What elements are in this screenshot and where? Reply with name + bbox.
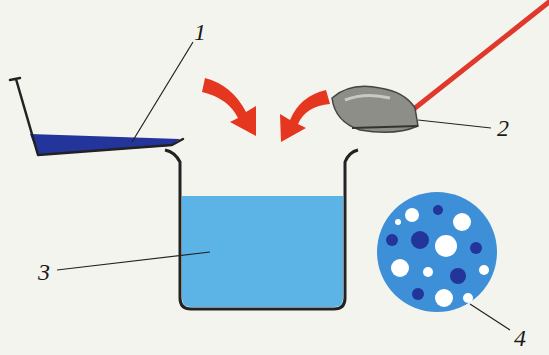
pouring-beaker	[10, 78, 183, 155]
callout-number: 3	[38, 260, 50, 284]
magnified-view	[377, 192, 497, 312]
callout-number: 2	[497, 116, 509, 140]
pour-arrows	[202, 78, 330, 142]
beaker	[165, 150, 358, 309]
callout-number: 1	[194, 20, 206, 44]
leader-lines	[57, 42, 510, 330]
spatula	[332, 2, 549, 132]
callout-number: 4	[514, 326, 526, 350]
